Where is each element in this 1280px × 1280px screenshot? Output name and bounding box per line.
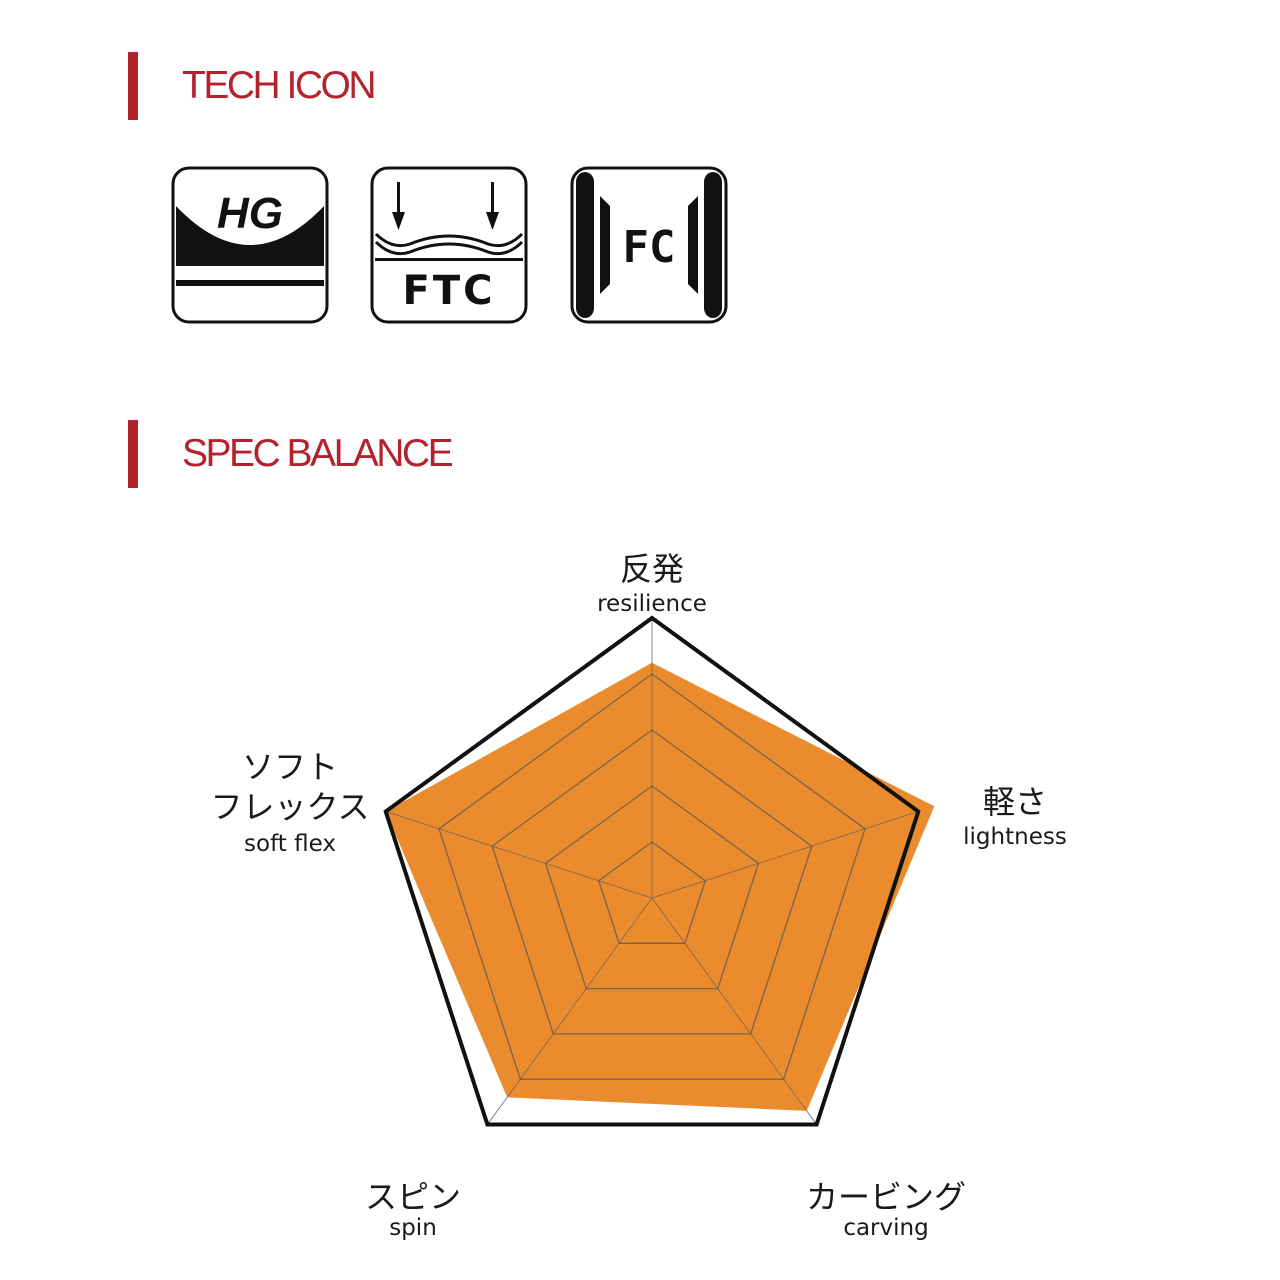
axis-label-en: carving — [843, 1215, 928, 1241]
hg-icon-text: HG — [217, 189, 283, 238]
axis-label-jp: 反発 — [620, 550, 684, 588]
ftc-icon-text: FTC — [403, 268, 496, 314]
radar-axis-spoke — [385, 811, 653, 899]
axis-label-jp: スピン — [365, 1178, 461, 1216]
radar-axis-spoke — [487, 897, 653, 1125]
axis-label-en: lightness — [963, 824, 1067, 850]
axis-label-jp-line2: フレックス — [210, 788, 369, 826]
axis-label-jp: カービング — [806, 1178, 966, 1216]
axis-label-jp: ソフト — [242, 748, 338, 786]
axis-label-en: spin — [389, 1215, 437, 1241]
radar-outline — [383, 615, 921, 1127]
fc-icon: FC — [570, 166, 728, 324]
axis-label-jp: 軽さ — [983, 783, 1047, 821]
section-accent-bar — [128, 52, 138, 120]
fc-icon-text: FC — [623, 222, 676, 273]
section-title-tech-icon: TECH ICON — [182, 64, 377, 107]
radar-series-area — [385, 662, 935, 1111]
radar-grid-ring — [438, 673, 866, 1080]
section-title-spec-balance: SPEC BALANCE — [182, 432, 454, 475]
radar-grid-ring — [491, 729, 813, 1035]
ftc-icon: FTC — [370, 166, 528, 324]
axis-label-en: resilience — [597, 591, 707, 617]
radar-axis-spoke — [651, 897, 817, 1125]
radar-grid-overlay — [385, 618, 919, 1125]
radar-grid-ring — [597, 841, 707, 944]
radar-grid-ring — [544, 785, 760, 990]
axis-label-en: soft flex — [244, 831, 336, 857]
hg-icon: HG — [171, 166, 329, 324]
radar-axis-spoke — [651, 811, 919, 899]
section-accent-bar — [128, 420, 138, 488]
